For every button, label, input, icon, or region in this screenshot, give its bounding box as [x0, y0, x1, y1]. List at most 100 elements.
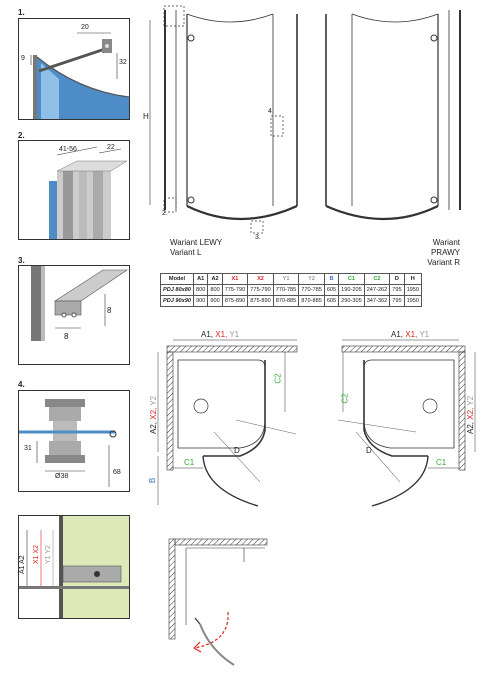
header-cell: X2: [247, 273, 274, 285]
detail-1-height-large: 32: [119, 59, 127, 66]
dim-c1-right: C1: [436, 458, 447, 467]
variant-left-caption: Wariant LEWY Variant L: [170, 238, 222, 258]
table-row: PDJ 80x80 800 800 775-790 775-790 770-78…: [160, 284, 423, 296]
step-1-label: 1.: [18, 8, 25, 17]
detail-1-width: 20: [81, 24, 89, 31]
dim-c2-left: C2: [273, 373, 283, 384]
table-cell: PDJ 90x90: [160, 295, 194, 307]
table-cell: 1950: [403, 295, 423, 307]
detail-4-dim-a: 31: [24, 445, 32, 452]
detail-4-dim-c: 68: [113, 469, 121, 476]
dim-y1: Y1: [419, 330, 430, 339]
step-2-label: 2.: [18, 131, 25, 140]
plan-left: [157, 339, 298, 507]
plan-left-top-dims: A1, X1, Y1: [201, 330, 239, 339]
dim-y2: Y2: [466, 395, 475, 406]
table-cell: 770-785: [298, 284, 325, 296]
detail-2-dim-a: 41-56: [59, 146, 77, 153]
detail-2-dim-b: 22: [107, 144, 115, 151]
detail-3-panel: 8 8: [18, 265, 130, 365]
header-cell: H: [403, 273, 423, 285]
table-cell: 770-785: [272, 284, 300, 296]
detail-4-drawing: [19, 399, 117, 487]
table-cell: 247-262: [363, 284, 391, 296]
table-cell: 290-305: [338, 295, 365, 307]
variant-right-caption: Wariant PRAWY Variant R: [402, 238, 460, 268]
detail-1-height-small: 9: [21, 55, 25, 62]
dim-b-left: B: [148, 477, 158, 484]
detail-5-panel: A1 A2 X1 X2 Y1 Y2: [18, 515, 130, 619]
detail-3-width: 8: [64, 332, 69, 341]
spec-table: Model A1 A2 X1 X2 Y1 Y2 B C1 C2 D H PDJ …: [160, 273, 423, 307]
detail-5-drawing: [19, 516, 129, 618]
dim-a2: A2,: [466, 421, 475, 434]
header-cell: A2: [207, 273, 223, 285]
bottom-detail: [168, 538, 268, 666]
header-cell: C1: [338, 273, 365, 285]
detail-5-label-x: X1 X2: [33, 544, 40, 564]
header-cell: D: [389, 273, 405, 285]
table-cell: 347-362: [363, 295, 391, 307]
detail-4-dim-b: Ø38: [55, 473, 69, 480]
elevation-left: [149, 5, 298, 234]
table-cell: 795: [389, 295, 405, 307]
callout-3: 3.: [255, 234, 261, 241]
dim-x2: X2,: [149, 407, 158, 420]
table-cell: 900: [192, 295, 209, 307]
spec-table-header: Model A1 A2 X1 X2 Y1 Y2 B C1 C2 D H: [160, 273, 423, 285]
header-cell: X1: [221, 273, 249, 285]
dim-a1: A1,: [391, 330, 404, 339]
header-cell: B: [323, 273, 340, 285]
dim-c1-left: C1: [184, 458, 195, 467]
variant-right-line1: Wariant PRAWY: [430, 238, 460, 257]
detail-5-label-y: Y1 Y2: [45, 545, 52, 564]
table-cell: 800: [192, 284, 209, 296]
table-cell: 875-890: [247, 295, 274, 307]
variant-left-line1: Wariant LEWY: [170, 238, 223, 247]
table-cell: 870-885: [272, 295, 300, 307]
header-cell: Y1: [272, 273, 300, 285]
dim-c2-right: C2: [340, 393, 350, 404]
variant-left-line2: Variant L: [170, 248, 202, 257]
elevation-right: [325, 10, 461, 220]
plan-right: [337, 339, 476, 507]
table-cell: 1950: [403, 284, 423, 296]
dim-d-right: D: [366, 446, 372, 455]
detail-2-panel: 41-56 22: [18, 140, 130, 240]
header-cell: C2: [363, 273, 391, 285]
plan-right-side-dims: A2, X2, Y2: [466, 396, 475, 434]
step-4-label: 4.: [18, 380, 25, 389]
detail-1-panel: 20 9 32: [18, 18, 130, 120]
table-cell: 605: [323, 284, 340, 296]
dim-y1: Y1: [229, 330, 240, 339]
header-cell: Y2: [298, 273, 325, 285]
detail-3-drawing: [31, 266, 128, 341]
variant-right-line2: Variant R: [427, 258, 460, 267]
callout-2: 2.: [162, 210, 168, 217]
dim-y2: Y2: [149, 395, 158, 406]
detail-4-panel: 31 Ø38 68: [18, 390, 130, 492]
table-cell: PDJ 80x80: [160, 284, 194, 296]
header-cell: Model: [160, 273, 194, 285]
detail-2-drawing: [49, 146, 128, 239]
table-cell: 900: [207, 295, 223, 307]
dim-a2: A2,: [149, 421, 158, 434]
table-row: PDJ 90x90 900 900 875-890 875-890 870-88…: [160, 295, 423, 307]
detail-1-drawing: [19, 19, 129, 119]
table-cell: 775-790: [247, 284, 274, 296]
header-cell: A1: [192, 273, 209, 285]
table-cell: 875-890: [221, 295, 249, 307]
step-3-label: 3.: [18, 256, 25, 265]
table-cell: 775-790: [221, 284, 249, 296]
dim-x1: X1,: [405, 330, 418, 339]
detail-5-label-a: A1 A2: [19, 555, 26, 574]
table-cell: 870-885: [298, 295, 325, 307]
dim-x2: X2,: [466, 407, 475, 420]
table-cell: 800: [207, 284, 223, 296]
dim-d-left: D: [234, 446, 240, 455]
height-label: H: [143, 112, 149, 121]
table-cell: 190-205: [338, 284, 365, 296]
plan-left-side-dims: A2, X2, Y2: [149, 396, 158, 434]
plan-right-top-dims: A1, X1, Y1: [391, 330, 429, 339]
dim-a1: A1,: [201, 330, 214, 339]
